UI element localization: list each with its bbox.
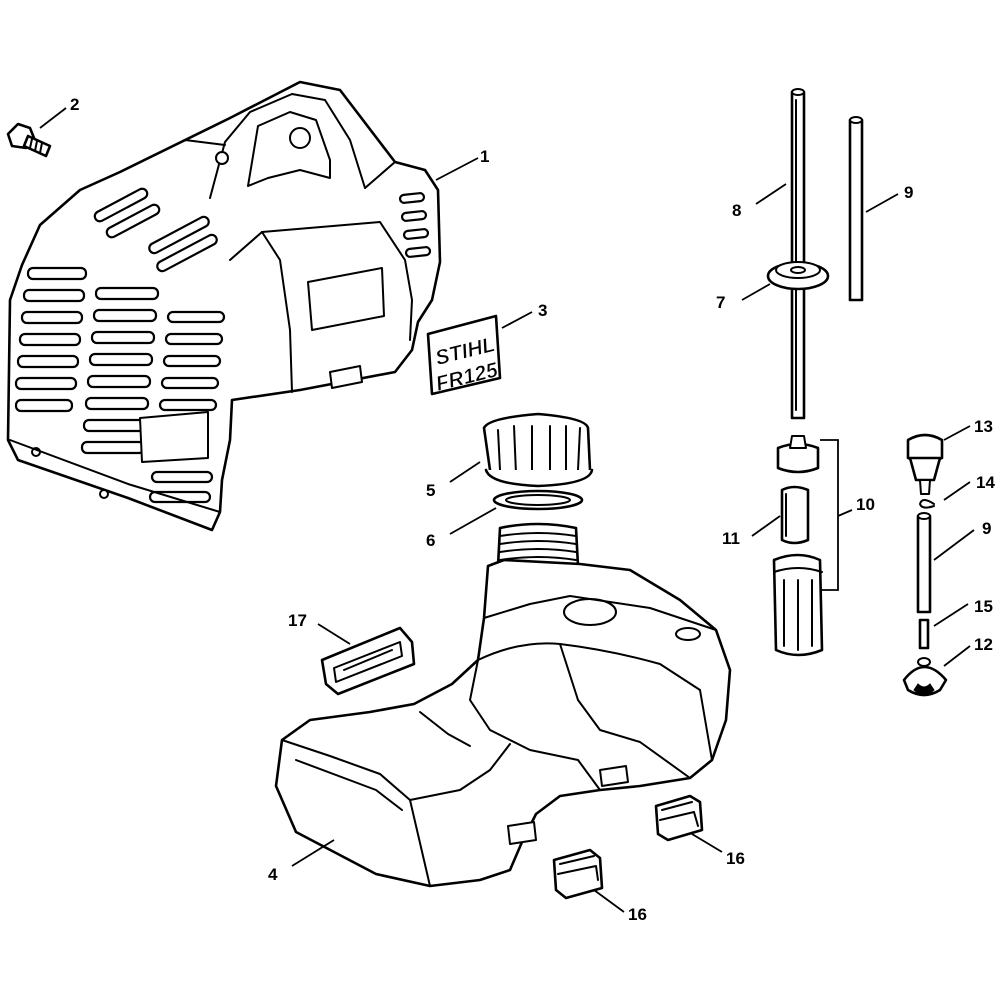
breather-valve	[906, 433, 944, 495]
filter-element	[772, 553, 824, 657]
cap-seal	[492, 489, 584, 511]
callout-shroud: 1	[480, 147, 489, 166]
leader-16b	[593, 889, 625, 913]
leader-9b	[933, 529, 975, 561]
callout-cap-seal: 6	[426, 531, 435, 550]
pin	[918, 618, 930, 650]
callout-pin: 15	[974, 597, 993, 616]
callout-rubber-foot-rear: 16	[628, 905, 647, 924]
mount-buffer	[320, 626, 416, 696]
callout-retaining-ring: 14	[976, 473, 995, 492]
leader-15	[933, 603, 969, 627]
callout-rubber-foot-front: 16	[726, 849, 745, 868]
callout-pickup-body: 10	[856, 495, 875, 514]
callout-grommet: 7	[716, 293, 725, 312]
callout-fuel-tank: 4	[268, 865, 278, 884]
callout-filter-sleeve: 11	[722, 529, 740, 548]
callout-breather-hose-short: 9	[982, 519, 991, 538]
leader-1	[435, 157, 479, 181]
leader-9	[865, 193, 899, 213]
model-label: STIHL FR125	[426, 314, 502, 396]
callout-breather-valve: 13	[974, 417, 993, 436]
callout-screw: 2	[70, 95, 79, 114]
breather-hose	[848, 116, 864, 302]
leader-11	[751, 515, 781, 537]
callout-mount-buffer: 17	[288, 611, 307, 630]
callout-breather-cone: 12	[974, 635, 993, 654]
leader-4	[291, 839, 335, 867]
pickup-body	[776, 435, 820, 474]
leader-3	[501, 311, 533, 329]
leader-14	[943, 481, 971, 501]
leader-8	[755, 183, 787, 205]
callout-filler-cap: 5	[426, 481, 435, 500]
filler-cap	[482, 412, 594, 488]
leader-7	[741, 283, 771, 301]
grommet	[766, 261, 830, 291]
retaining-ring	[919, 499, 935, 509]
callout-label: 3	[538, 301, 547, 320]
callout-breather-hose: 9	[904, 183, 913, 202]
leader-6	[449, 507, 497, 535]
leader-17	[317, 623, 351, 645]
leader-5	[449, 461, 481, 483]
breather-cone	[902, 657, 948, 697]
callout-fuel-hose: 8	[732, 201, 741, 220]
leader-2	[39, 107, 67, 129]
leader-16a	[691, 833, 723, 853]
leader-12	[943, 645, 971, 667]
rubber-foot-left	[552, 848, 604, 900]
fuel-hose	[790, 88, 806, 420]
filter-sleeve	[780, 485, 810, 545]
leader-13	[943, 425, 971, 441]
engine-shroud	[6, 80, 442, 532]
fuel-tank	[274, 522, 732, 888]
leader-10	[820, 439, 853, 591]
breather-hose-short	[916, 512, 932, 614]
rubber-foot-right	[654, 794, 704, 842]
screw	[6, 122, 52, 158]
